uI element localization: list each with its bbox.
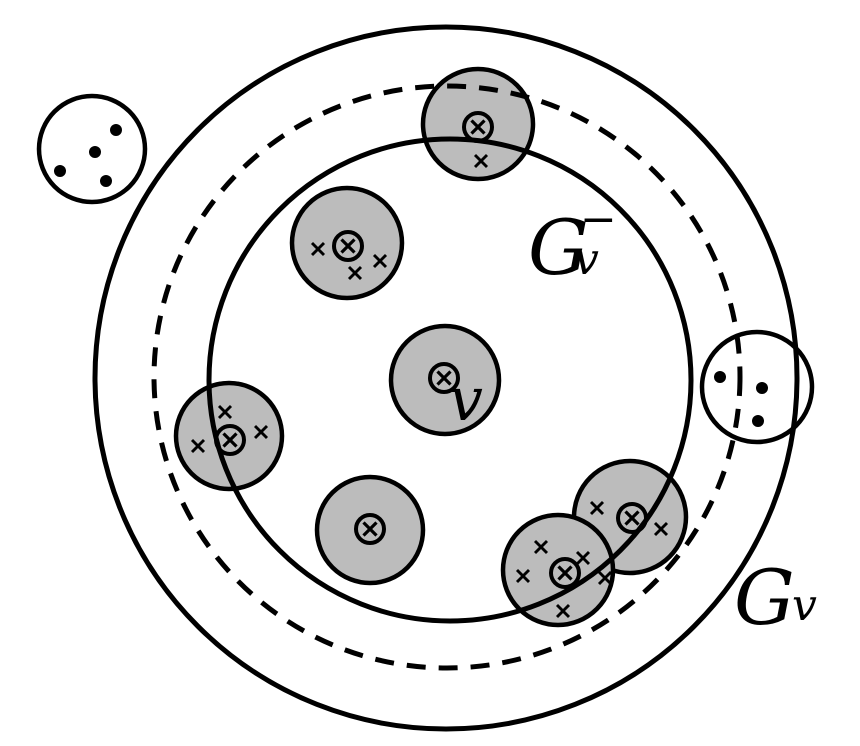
x-mark-icon	[597, 570, 613, 586]
circled-x-icon	[616, 502, 648, 534]
label-g-v-base: G	[734, 553, 795, 642]
label-vertex-v: v	[449, 370, 483, 430]
inner-circle-g-v-minus	[206, 136, 694, 624]
x-mark-icon	[310, 241, 326, 257]
circled-x-icon	[428, 362, 460, 394]
label-g-v-minus: G − v	[528, 198, 617, 292]
label-g-v-minus-superscript: −	[580, 194, 617, 245]
x-mark-icon	[473, 153, 489, 169]
circled-x-cross-icon	[470, 119, 486, 135]
x-mark-icon	[515, 568, 531, 584]
circled-x-cross-icon	[624, 510, 640, 526]
circled-x-icon	[549, 557, 581, 589]
vertex-dot	[714, 371, 726, 383]
gray-disk-top	[420, 66, 536, 182]
x-mark-icon	[555, 603, 571, 619]
vertex-dot	[756, 382, 768, 394]
vertex-dot	[110, 124, 122, 136]
x-mark-icon	[533, 539, 549, 555]
circled-x-icon	[214, 424, 246, 456]
circled-x-icon	[354, 513, 386, 545]
label-g-v: G v	[734, 553, 817, 642]
vertex-dot	[100, 175, 112, 187]
label-g-v-minus-base: G	[528, 203, 589, 292]
outer-circle-g-v	[92, 24, 800, 732]
label-vertex-v-text: v	[449, 365, 483, 435]
gray-disk-left	[173, 380, 285, 492]
circled-x-cross-icon	[222, 432, 238, 448]
x-mark-icon	[347, 265, 363, 281]
dot-circle-on-boundary-right	[699, 329, 815, 445]
vertex-dot	[752, 415, 764, 427]
circled-x-cross-icon	[340, 238, 356, 254]
x-mark-icon	[372, 253, 388, 269]
x-mark-icon	[190, 438, 206, 454]
x-mark-icon	[575, 550, 591, 566]
circled-x-cross-icon	[557, 565, 573, 581]
circled-x-icon	[462, 111, 494, 143]
gray-disk-bottom-right-lower	[500, 512, 616, 628]
x-mark-icon	[653, 521, 669, 537]
circled-x-cross-icon	[436, 370, 452, 386]
dot-circle-outside-top-left	[36, 93, 148, 205]
x-mark-icon	[217, 404, 233, 420]
circled-x-cross-icon	[362, 521, 378, 537]
vertex-dot	[54, 165, 66, 177]
x-mark-icon	[253, 424, 269, 440]
label-g-v-minus-subscript: v	[574, 234, 599, 285]
x-mark-icon	[589, 500, 605, 516]
label-g-v-subscript: v	[792, 580, 817, 631]
circled-x-icon	[332, 230, 364, 262]
dashed-circle	[151, 83, 743, 671]
vertex-dot	[89, 146, 101, 158]
